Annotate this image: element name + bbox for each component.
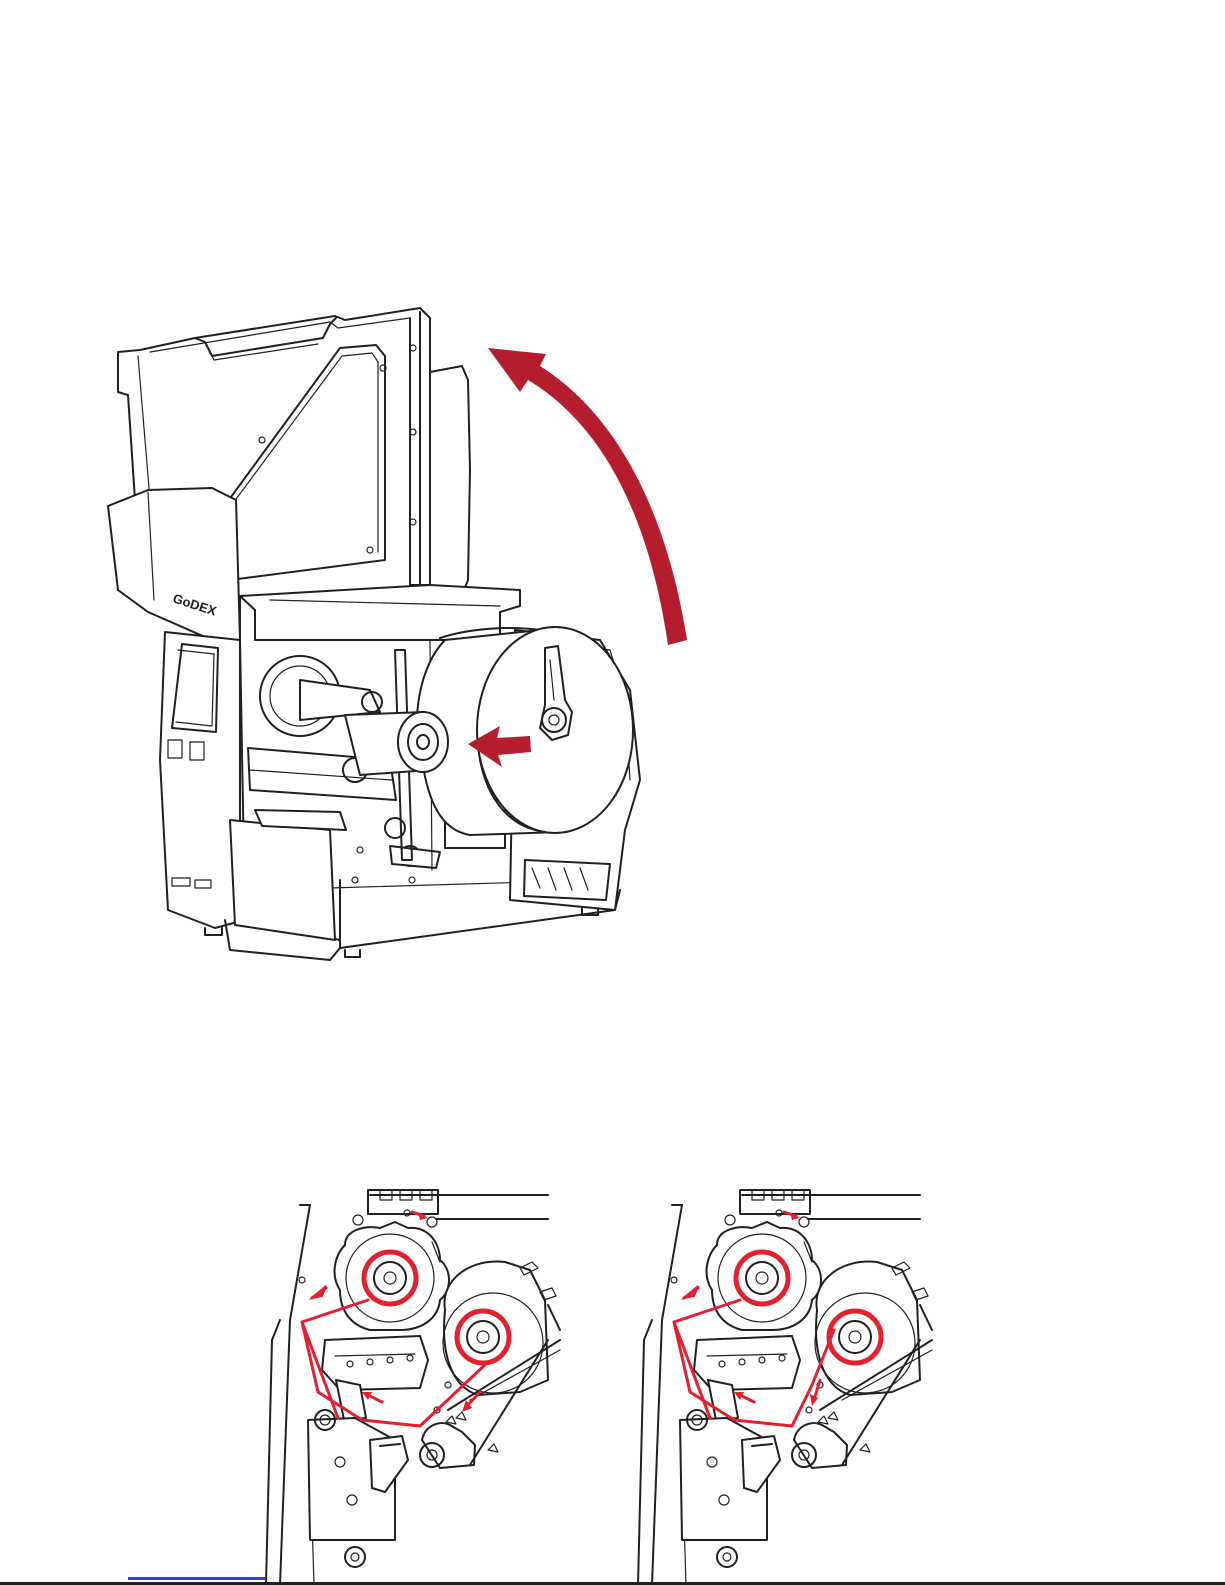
label-roll: [345, 627, 633, 835]
footer-link-underline[interactable]: [128, 1577, 266, 1580]
printer-illustration: GoDEX: [108, 308, 687, 960]
lid-rear-panel: [430, 366, 470, 600]
ribbon-path-diagram-right: [638, 1190, 932, 1585]
ribbon-path-diagram-left: [266, 1190, 560, 1585]
